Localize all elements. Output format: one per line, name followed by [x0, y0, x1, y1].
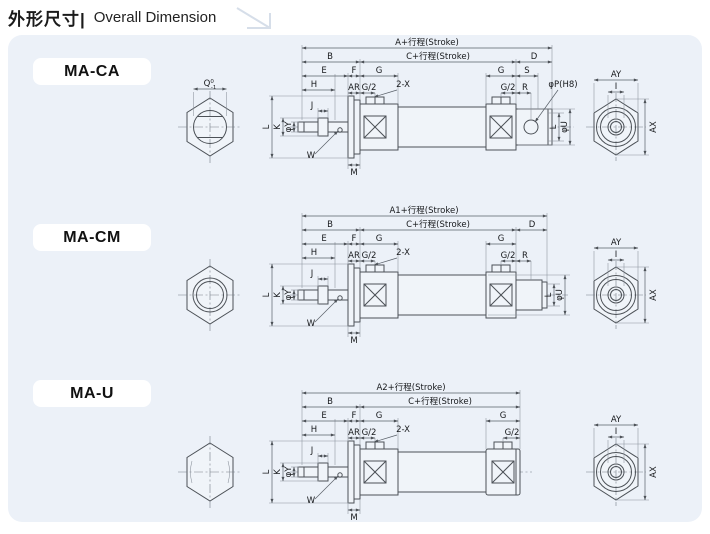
ma-ca-dim-p: φP(H8)	[548, 80, 577, 90]
ma-cm-main-view: A1+行程(Stroke) B C+行程(Stroke) D E F G G H…	[262, 205, 570, 346]
ma-cm-dim-2x: 2-X	[396, 248, 410, 258]
ma-cm-dim-l-left: L	[262, 292, 272, 297]
ma-u-dim-g2-rear: G/2	[505, 428, 520, 438]
ma-ca-dim-s: S	[524, 66, 529, 76]
ma-cm-dim-i: I	[615, 250, 618, 260]
ma-cm-dim-r: R	[522, 251, 528, 261]
ma-ca-dim-d: D	[531, 52, 538, 62]
ma-cm-dim-d: D	[529, 220, 536, 230]
ma-ca-dim-w: W	[307, 151, 316, 161]
ma-cm-dim-f: F	[352, 234, 357, 244]
ma-u-dim-c: C+行程(Stroke)	[408, 396, 472, 407]
ma-u-dim-g2-front: G/2	[362, 428, 377, 438]
ma-u-dim-ax: AX	[649, 466, 659, 478]
ma-ca-dim-g-rear: G	[498, 66, 505, 76]
ma-cm-dim-b: B	[327, 220, 333, 230]
ma-ca-side-view: AY I AX	[585, 70, 659, 162]
ma-cm-dim-e: E	[321, 234, 326, 244]
ma-u-dim-j: J	[310, 446, 314, 456]
ma-ca-dim-y: φY	[284, 121, 294, 133]
ma-cm-front-view	[177, 258, 243, 332]
ma-ca-dim-ar: AR	[348, 83, 360, 93]
ma-u-dim-i: I	[615, 427, 618, 437]
ma-u-dim-ar: AR	[348, 428, 360, 438]
ma-ca-dim-r: R	[522, 83, 528, 93]
ma-ca-dim-h: H	[311, 80, 317, 90]
ma-cm-dim-a: A1+行程(Stroke)	[389, 205, 458, 216]
page-title-en: Overall Dimension	[93, 8, 217, 26]
ma-cm-side-view: AY I AX	[585, 238, 659, 330]
page-header: 外形尺寸| Overall Dimension	[8, 2, 278, 32]
ma-ca-dim-j: J	[310, 101, 314, 111]
ma-u-dim-g-front: G	[376, 411, 383, 421]
ma-ca-front-view: Q0-1	[177, 79, 243, 164]
ma-cm-dim-ay: AY	[611, 238, 622, 248]
ma-u-dim-e: E	[321, 411, 326, 421]
ma-cm-dim-w: W	[307, 319, 316, 329]
ma-cm-dim-k: K	[273, 292, 283, 298]
ma-u-dim-y: φY	[284, 466, 294, 478]
model-label-ma-u: MA-U	[33, 380, 151, 407]
ma-cm-dim-m: M	[350, 336, 357, 346]
ma-u-dim-m: M	[350, 513, 357, 522]
drawings-panel: MA-CA MA-CM MA-U	[8, 35, 702, 522]
ma-u-dim-g-rear: G	[500, 411, 507, 421]
page-title-zh: 外形尺寸|	[8, 9, 86, 29]
model-label-ma-ca: MA-CA	[33, 58, 151, 85]
ma-cm-dim-u: φU	[555, 289, 565, 301]
ma-cm-dim-ax: AX	[649, 289, 659, 301]
ma-u-front-view	[177, 435, 243, 509]
corner-flourish-icon	[236, 7, 272, 29]
ma-u-dim-f: F	[352, 411, 357, 421]
ma-ca-dim-2x: 2-X	[396, 80, 410, 90]
ma-ca-dim-k: K	[273, 124, 283, 130]
ma-ca-dim-b: B	[327, 52, 333, 62]
ma-ca-dim-g-front: G	[376, 66, 383, 76]
ma-ca-dim-e: E	[321, 66, 326, 76]
ma-cm-dim-y: φY	[284, 289, 294, 301]
ma-u-dim-b: B	[327, 397, 333, 407]
ma-ca-dim-c: C+行程(Stroke)	[406, 51, 470, 62]
ma-u-dim-h: H	[311, 425, 317, 435]
ma-ca-dim-ay: AY	[611, 70, 622, 80]
ma-cm-drawing: A1+行程(Stroke) B C+行程(Stroke) D E F G G H…	[177, 205, 659, 346]
ma-ca-dim-q: Q0-1	[204, 79, 217, 91]
ma-cm-dim-g2-rear: G/2	[501, 251, 516, 261]
ma-ca-dim-m: M	[350, 168, 357, 178]
ma-u-side-view: AY I AX	[585, 415, 659, 507]
ma-cm-dim-g-rear: G	[498, 234, 505, 244]
ma-cm-dim-g2-front: G/2	[362, 251, 377, 261]
ma-u-dim-w: W	[307, 496, 316, 506]
ma-u-dim-a: A2+行程(Stroke)	[376, 382, 445, 393]
ma-ca-dim-l-left: L	[262, 124, 272, 129]
dimension-drawings: Q0-1	[177, 37, 659, 522]
ma-cm-dim-ar: AR	[348, 251, 360, 261]
ma-cm-dim-j: J	[310, 269, 314, 279]
ma-ca-dim-u: φU	[560, 121, 570, 133]
ma-u-dim-k: K	[273, 469, 283, 475]
ma-cm-dim-g-front: G	[376, 234, 383, 244]
ma-ca-drawing: Q0-1	[177, 37, 659, 178]
ma-ca-dim-l-right: L	[549, 124, 559, 129]
ma-cm-dim-l-right: L	[544, 292, 554, 297]
ma-ca-main-view: A+行程(Stroke) B C+行程(Stroke) D E F G G S …	[262, 37, 578, 178]
ma-u-dim-l-left: L	[262, 469, 272, 474]
model-label-ma-cm: MA-CM	[33, 224, 151, 251]
ma-ca-dim-a: A+行程(Stroke)	[395, 37, 459, 48]
ma-u-dim-2x: 2-X	[396, 425, 410, 435]
ma-ca-dim-g2-front: G/2	[362, 83, 377, 93]
ma-u-main-view: A2+行程(Stroke) B C+行程(Stroke) E F G G H A…	[262, 382, 532, 522]
ma-u-dim-ay: AY	[611, 415, 622, 425]
ma-cm-dim-h: H	[311, 248, 317, 258]
ma-ca-dim-g2-rear: G/2	[501, 83, 516, 93]
ma-cm-dim-c: C+行程(Stroke)	[406, 219, 470, 230]
ma-u-drawing: A2+行程(Stroke) B C+行程(Stroke) E F G G H A…	[177, 382, 659, 522]
ma-ca-dim-i: I	[615, 82, 618, 92]
ma-ca-dim-f: F	[352, 66, 357, 76]
ma-ca-dim-ax: AX	[649, 121, 659, 133]
